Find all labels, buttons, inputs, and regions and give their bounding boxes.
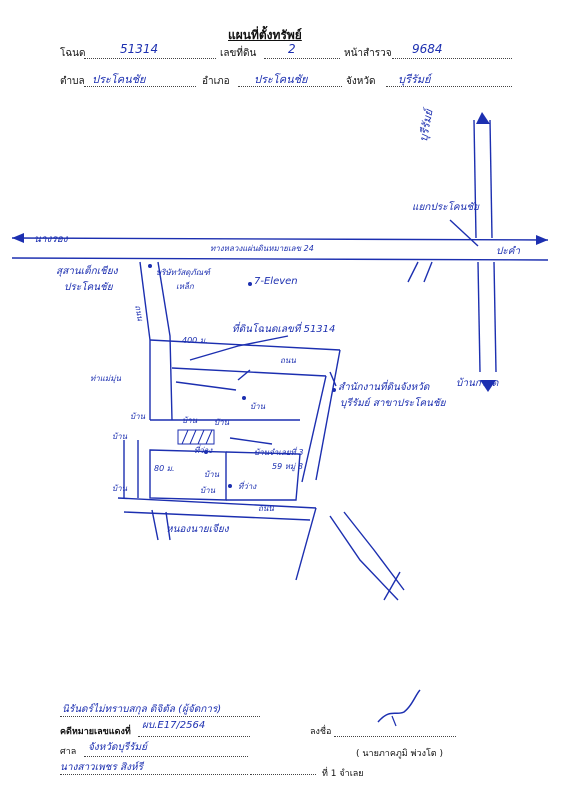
- label-subject-land: ที่ดินโฉนดเลขที่ 51314: [232, 324, 336, 335]
- label-cemetery: สุสานเต็กเชียง: [56, 266, 118, 277]
- plaintiff-value: นางสาวเพชร สิงห์รี: [60, 762, 143, 773]
- district-label: อำเภอ: [202, 76, 230, 87]
- label-to-ban-kruat: บ้านกรวด: [456, 378, 499, 389]
- land-no-value: 2: [288, 42, 296, 56]
- label-cemetery-sub: ประโคนชัย: [64, 282, 113, 293]
- arrow-west-icon: [12, 233, 24, 243]
- label-lot-note-2: 59 หมู่ 8: [272, 462, 303, 471]
- arrow-north-icon: [476, 112, 490, 124]
- label-house-7: บ้าน: [200, 486, 216, 495]
- arrow-south-icon: [480, 380, 496, 392]
- label-house-8: บ้าน: [112, 484, 128, 493]
- court-value: จังหวัดบุรีรัมย์: [88, 742, 147, 753]
- subdistrict-value: ประโคนชัย: [92, 73, 146, 86]
- case-label: คดีหมายเลขแดงที่: [60, 727, 131, 737]
- sign-label: ลงชื่อ: [310, 727, 332, 737]
- label-land-office-2: บุรีรัมย์ สาขาประโคนชัย: [340, 398, 446, 409]
- label-house-4: บ้าน: [214, 418, 230, 427]
- label-hardware-shop: บริษัทวัสดุภัณฑ์: [156, 268, 210, 277]
- arrow-east-icon: [536, 235, 548, 245]
- label-empty-lot-2: ที่ว่าง: [238, 482, 257, 491]
- deed-value: 51314: [120, 42, 159, 56]
- label-to-nangrong: นางรอง: [34, 234, 68, 245]
- label-road-2: ถนน: [280, 356, 296, 365]
- label-distance-2: 80 ม.: [154, 464, 175, 473]
- province-label: จังหวัด: [346, 76, 376, 87]
- label-prakhon-junction: แยกประโคนชัย: [412, 202, 479, 213]
- label-house-6: บ้าน: [204, 470, 220, 479]
- highway-edge-bottom: [11, 257, 549, 261]
- deed-label: โฉนด: [60, 48, 86, 59]
- label-house-3: บ้าน: [182, 416, 198, 425]
- survey-page-value: 9684: [412, 42, 443, 56]
- printed-name: ( นายภาคภูมิ พ่วงโต ): [356, 749, 444, 759]
- signer-name: นิรันดร์ไม่ทราบสกุล ดิจิตัล (ผู้จัดการ): [62, 704, 222, 715]
- label-house-5: บ้าน: [250, 402, 266, 411]
- label-distance-1: 400 ม.: [182, 336, 208, 345]
- page-title: แผนที่ตั้งทรัพย์: [228, 28, 302, 42]
- label-highway: ทางหลวงแผ่นดินหมายเลข 24: [210, 244, 314, 253]
- label-pond: หนองนายเจียง: [166, 524, 229, 535]
- defendant-label: ที่ 1 จำเลย: [322, 769, 364, 779]
- land-no-label: เลขที่ดิน: [220, 48, 257, 59]
- label-hardware-shop-sub: เหล็ก: [176, 282, 194, 291]
- province-value: บุรีรัมย์: [398, 73, 431, 86]
- survey-page-label: หน้าสำรวจ: [344, 48, 392, 59]
- label-seven-eleven: 7-Eleven: [254, 276, 298, 287]
- highway-edge-top: [11, 237, 549, 241]
- district-value: ประโคนชัย: [254, 73, 308, 86]
- north-road-left: [473, 119, 477, 239]
- label-land-office-1: สำนักงานที่ดินจังหวัด: [338, 382, 430, 393]
- label-lot-note-1: บ้านจำเลยที่ 3: [254, 448, 304, 457]
- label-empty-lot-1: ที่ว่าง: [194, 446, 213, 455]
- label-road-3: ถนน: [258, 504, 274, 513]
- label-rice-mill: ท่าแม่มุ่น: [90, 374, 121, 383]
- case-value: ผบ.E17/2564: [142, 720, 206, 731]
- subdistrict-label: ตำบล: [60, 76, 85, 87]
- label-house-2: บ้าน: [112, 432, 128, 441]
- court-label: ศาล: [60, 747, 77, 757]
- label-house-1: บ้าน: [130, 412, 146, 421]
- label-to-pakham: ปะคำ: [496, 246, 521, 257]
